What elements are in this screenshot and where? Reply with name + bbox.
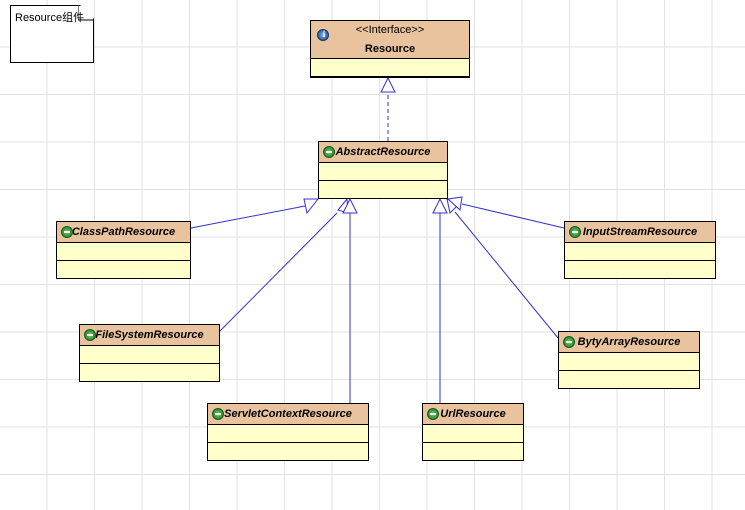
interface-icon — [317, 28, 330, 41]
class-icon — [212, 408, 224, 420]
note-text: Resource组件 — [15, 12, 85, 24]
edge-filesystemresource-extends-abstractresource — [219, 197, 349, 332]
class-header-inputstreamresource: InputStreamResource — [565, 222, 715, 243]
edge-bytyarrayresource-extends-abstractresource — [446, 198, 559, 339]
class-name-inputstreamresource: InputStreamResource — [582, 226, 698, 238]
class-name-filesystemresource: FileSystemResource — [95, 329, 204, 341]
class-header-resource: <<Interface>> Resource — [311, 21, 469, 59]
class-header-urlresource: UrlResource — [423, 404, 523, 425]
note-fold-icon — [78, 5, 93, 21]
class-operations-abstractresource — [319, 181, 447, 199]
class-attributes-bytyarrayresource — [559, 353, 699, 371]
class-name-abstractresource: AbstractResource — [335, 146, 431, 158]
class-attributes-servletcontextresource — [208, 425, 368, 443]
class-operations-bytyarrayresource — [559, 371, 699, 389]
class-operations-filesystemresource — [80, 364, 219, 382]
edge-inputstreamresource-extends-abstractresource — [446, 196, 565, 229]
edge-classpathresource-extends-abstractresource — [190, 198, 320, 229]
class-header-filesystemresource: FileSystemResource — [80, 325, 219, 346]
class-box-abstractresource[interactable]: AbstractResource — [318, 141, 448, 199]
class-name-servletcontextresource: ServletContextResource — [224, 408, 352, 420]
class-name-bytyarrayresource: BytyArrayResource — [577, 336, 681, 348]
edge-servletcontextresource-extends-abstractresource — [342, 197, 358, 403]
class-attributes-resource — [311, 59, 469, 77]
class-header-classpathresource: ClassPathResource — [57, 222, 190, 243]
class-name-classpathresource: ClassPathResource — [71, 226, 176, 238]
class-name-urlresource: UrlResource — [440, 408, 506, 420]
class-box-inputstreamresource[interactable]: InputStreamResource — [564, 221, 716, 279]
class-operations-classpathresource — [57, 261, 190, 279]
edge-abstractresource-realizes-resource — [380, 76, 396, 141]
class-box-urlresource[interactable]: UrlResource — [422, 403, 524, 461]
class-operations-urlresource — [423, 443, 523, 461]
class-box-bytyarrayresource[interactable]: BytyArrayResource — [558, 331, 700, 389]
class-header-bytyarrayresource: BytyArrayResource — [559, 332, 699, 353]
class-box-servletcontextresource[interactable]: ServletContextResource — [207, 403, 369, 461]
edge-urlresource-extends-abstractresource — [432, 197, 448, 403]
class-icon — [563, 336, 575, 348]
class-attributes-inputstreamresource — [565, 243, 715, 261]
class-box-classpathresource[interactable]: ClassPathResource — [56, 221, 191, 279]
class-icon — [84, 329, 96, 341]
class-icon — [569, 226, 581, 238]
class-attributes-abstractresource — [319, 163, 447, 181]
note-resource-component: Resource组件 — [10, 5, 94, 63]
class-operations-inputstreamresource — [565, 261, 715, 279]
class-stereotype-resource: <<Interface>> — [355, 24, 425, 36]
class-box-resource[interactable]: <<Interface>> Resource — [310, 20, 470, 78]
class-box-filesystemresource[interactable]: FileSystemResource — [79, 324, 220, 382]
class-attributes-filesystemresource — [80, 346, 219, 364]
class-header-servletcontextresource: ServletContextResource — [208, 404, 368, 425]
class-icon — [427, 408, 439, 420]
class-attributes-classpathresource — [57, 243, 190, 261]
class-operations-servletcontextresource — [208, 443, 368, 461]
class-attributes-urlresource — [423, 425, 523, 443]
class-header-abstractresource: AbstractResource — [319, 142, 447, 163]
class-name-resource: Resource — [364, 43, 416, 55]
class-icon — [323, 146, 335, 158]
class-icon — [61, 226, 73, 238]
